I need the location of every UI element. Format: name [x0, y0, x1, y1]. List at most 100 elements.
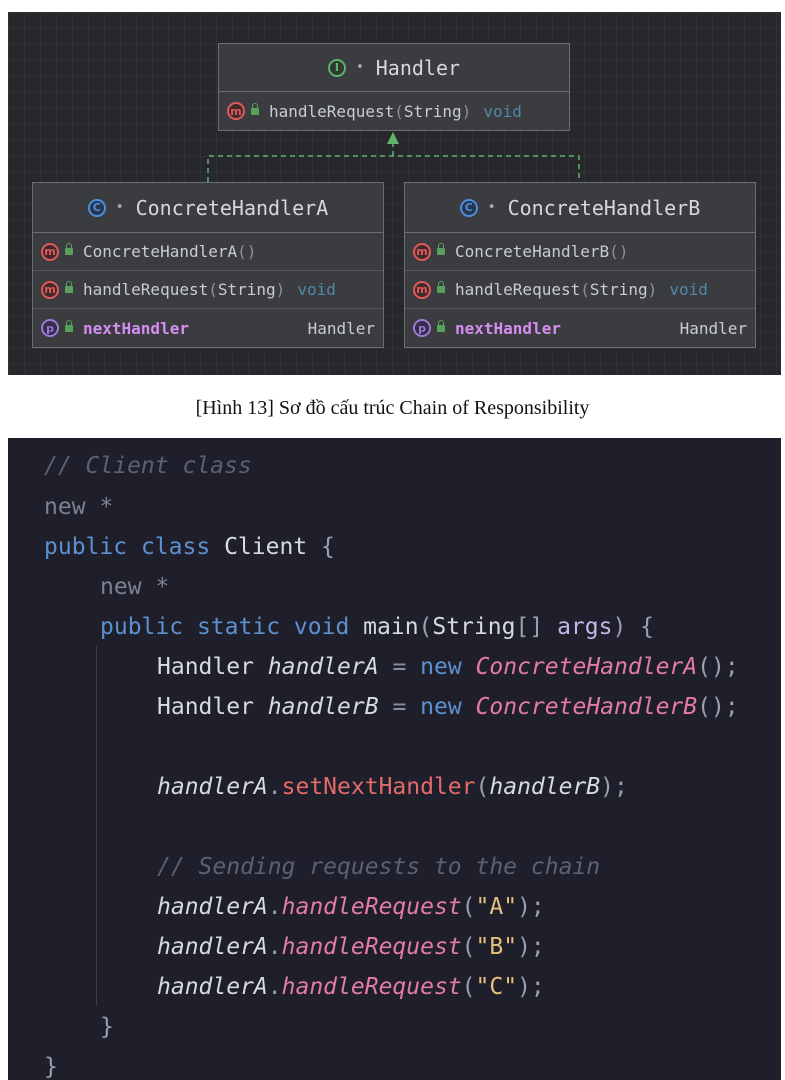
code-line-7: Handler handlerB = new ConcreteHandlerB(… [157, 694, 739, 720]
code-line-4: new * [100, 569, 169, 605]
method-return-type: void [669, 280, 708, 299]
class-name: Client [224, 534, 308, 560]
code-line-16: } [44, 1049, 58, 1080]
class-icon: C [87, 198, 106, 217]
interface-icon: I [327, 58, 346, 77]
method-name: handleRequest [455, 280, 581, 299]
concrete-handler-a-box[interactable]: C • ConcreteHandlerA m ConcreteHandlerA(… [32, 182, 384, 348]
keyword: static [196, 614, 281, 640]
code-line-15: } [100, 1009, 114, 1045]
code-line-5: public static void main(String[] args) { [100, 614, 654, 640]
interface-method-row: m handleRequest(String) void [219, 92, 569, 130]
keyword: new [420, 654, 462, 680]
string-literal: "B" [475, 934, 518, 960]
closing-brace: } [100, 1014, 114, 1040]
closing-brace: } [44, 1054, 58, 1080]
public-lock-icon [65, 281, 73, 293]
code-line-6: Handler handlerA = new ConcreteHandlerA(… [157, 654, 739, 680]
keyword: void [293, 614, 350, 640]
method-return-type: void [483, 101, 522, 121]
method-icon: m [413, 242, 431, 261]
public-lock-icon [437, 319, 445, 332]
property-icon: p [413, 319, 431, 337]
method-icon: m [227, 102, 245, 120]
public-lock-icon [437, 243, 445, 255]
string-literal: "C" [475, 974, 518, 1000]
visibility-dot-icon: • [355, 60, 364, 75]
realization-arrowhead [387, 132, 399, 144]
variable: handlerA [267, 654, 379, 680]
uml-class-diagram: I • Handler m handleRequest(String) void… [8, 12, 781, 375]
class-name: ConcreteHandlerA [135, 195, 329, 220]
field-name: nextHandler [83, 318, 189, 338]
method-call: handleRequest [281, 894, 462, 920]
inheritance-arrows [207, 132, 580, 182]
usage-hint: new * [44, 494, 114, 520]
class-b-header: C • ConcreteHandlerB [405, 183, 755, 233]
code-line-1: // Client class [44, 448, 252, 484]
class-reference: ConcreteHandlerB [475, 694, 698, 720]
method-name: main [363, 614, 419, 640]
public-lock-icon [65, 243, 73, 255]
type-name: String [432, 614, 516, 640]
public-lock-icon [437, 281, 445, 293]
method-row: m handleRequest(String) void [33, 271, 383, 309]
figure-caption: [Hình 13] Sơ đồ cấu trúc Chain of Respon… [195, 397, 590, 419]
parameter: args [557, 614, 613, 640]
code-line-2: new * [44, 489, 113, 525]
class-reference: ConcreteHandlerA [475, 654, 698, 680]
field-name: nextHandler [455, 318, 561, 338]
method-call: handleRequest [281, 934, 462, 960]
constructor-name: ConcreteHandlerA [83, 242, 238, 261]
class-icon: C [459, 198, 478, 217]
field-row: p nextHandler Handler [33, 309, 383, 347]
string-literal: "A" [475, 894, 518, 920]
class-a-header: C • ConcreteHandlerA [33, 183, 383, 233]
class-name: ConcreteHandlerB [507, 195, 701, 220]
code-line-14: handlerA.handleRequest("C"); [157, 974, 545, 1000]
handler-interface-header: I • Handler [219, 44, 569, 92]
code-line-3: public class Client { [44, 534, 335, 560]
variable: handlerA [157, 974, 268, 1000]
method-param: String [217, 280, 276, 299]
type-name: Handler [157, 654, 254, 680]
public-lock-icon [251, 102, 259, 115]
concrete-handler-b-box[interactable]: C • ConcreteHandlerB m ConcreteHandlerB(… [404, 182, 756, 348]
field-type: Handler [679, 318, 747, 338]
keyword: new [420, 694, 462, 720]
method-icon: m [41, 242, 59, 261]
visibility-dot-icon: • [487, 200, 496, 215]
usage-hint: new * [100, 574, 170, 600]
visibility-dot-icon: • [115, 200, 124, 215]
method-param: String [589, 280, 648, 299]
method-return-type: void [297, 280, 336, 299]
method-name: handleRequest [269, 101, 395, 121]
method-call: setNextHandler [281, 774, 476, 800]
comment: // Client class [44, 453, 252, 479]
constructor-row: m ConcreteHandlerB() [405, 233, 755, 271]
interface-name: Handler [375, 55, 461, 80]
method-name: handleRequest [83, 280, 209, 299]
type-name: Handler [157, 694, 254, 720]
comment: // Sending requests to the chain [157, 854, 601, 880]
code-line-12: handlerA.handleRequest("A"); [157, 894, 545, 920]
handler-interface-box[interactable]: I • Handler m handleRequest(String) void [218, 43, 570, 131]
indent-guide [96, 646, 97, 1006]
variable: handlerA [157, 894, 268, 920]
method-icon: m [41, 280, 59, 299]
code-editor-panel[interactable]: // Client class new * public class Clien… [8, 438, 781, 1080]
code-line-13: handlerA.handleRequest("B"); [157, 934, 545, 960]
keyword: class [140, 534, 211, 560]
constructor-row: m ConcreteHandlerA() [33, 233, 383, 271]
keyword: public [100, 614, 184, 640]
method-icon: m [413, 280, 431, 299]
field-type: Handler [307, 318, 375, 338]
constructor-name: ConcreteHandlerB [455, 242, 610, 261]
public-lock-icon [65, 319, 73, 332]
variable: handlerB [267, 694, 379, 720]
method-row: m handleRequest(String) void [405, 271, 755, 309]
variable: handlerB [489, 774, 601, 800]
code-line-9: handlerA.setNextHandler(handlerB); [157, 774, 628, 800]
method-call: handleRequest [281, 974, 462, 1000]
field-row: p nextHandler Handler [405, 309, 755, 347]
